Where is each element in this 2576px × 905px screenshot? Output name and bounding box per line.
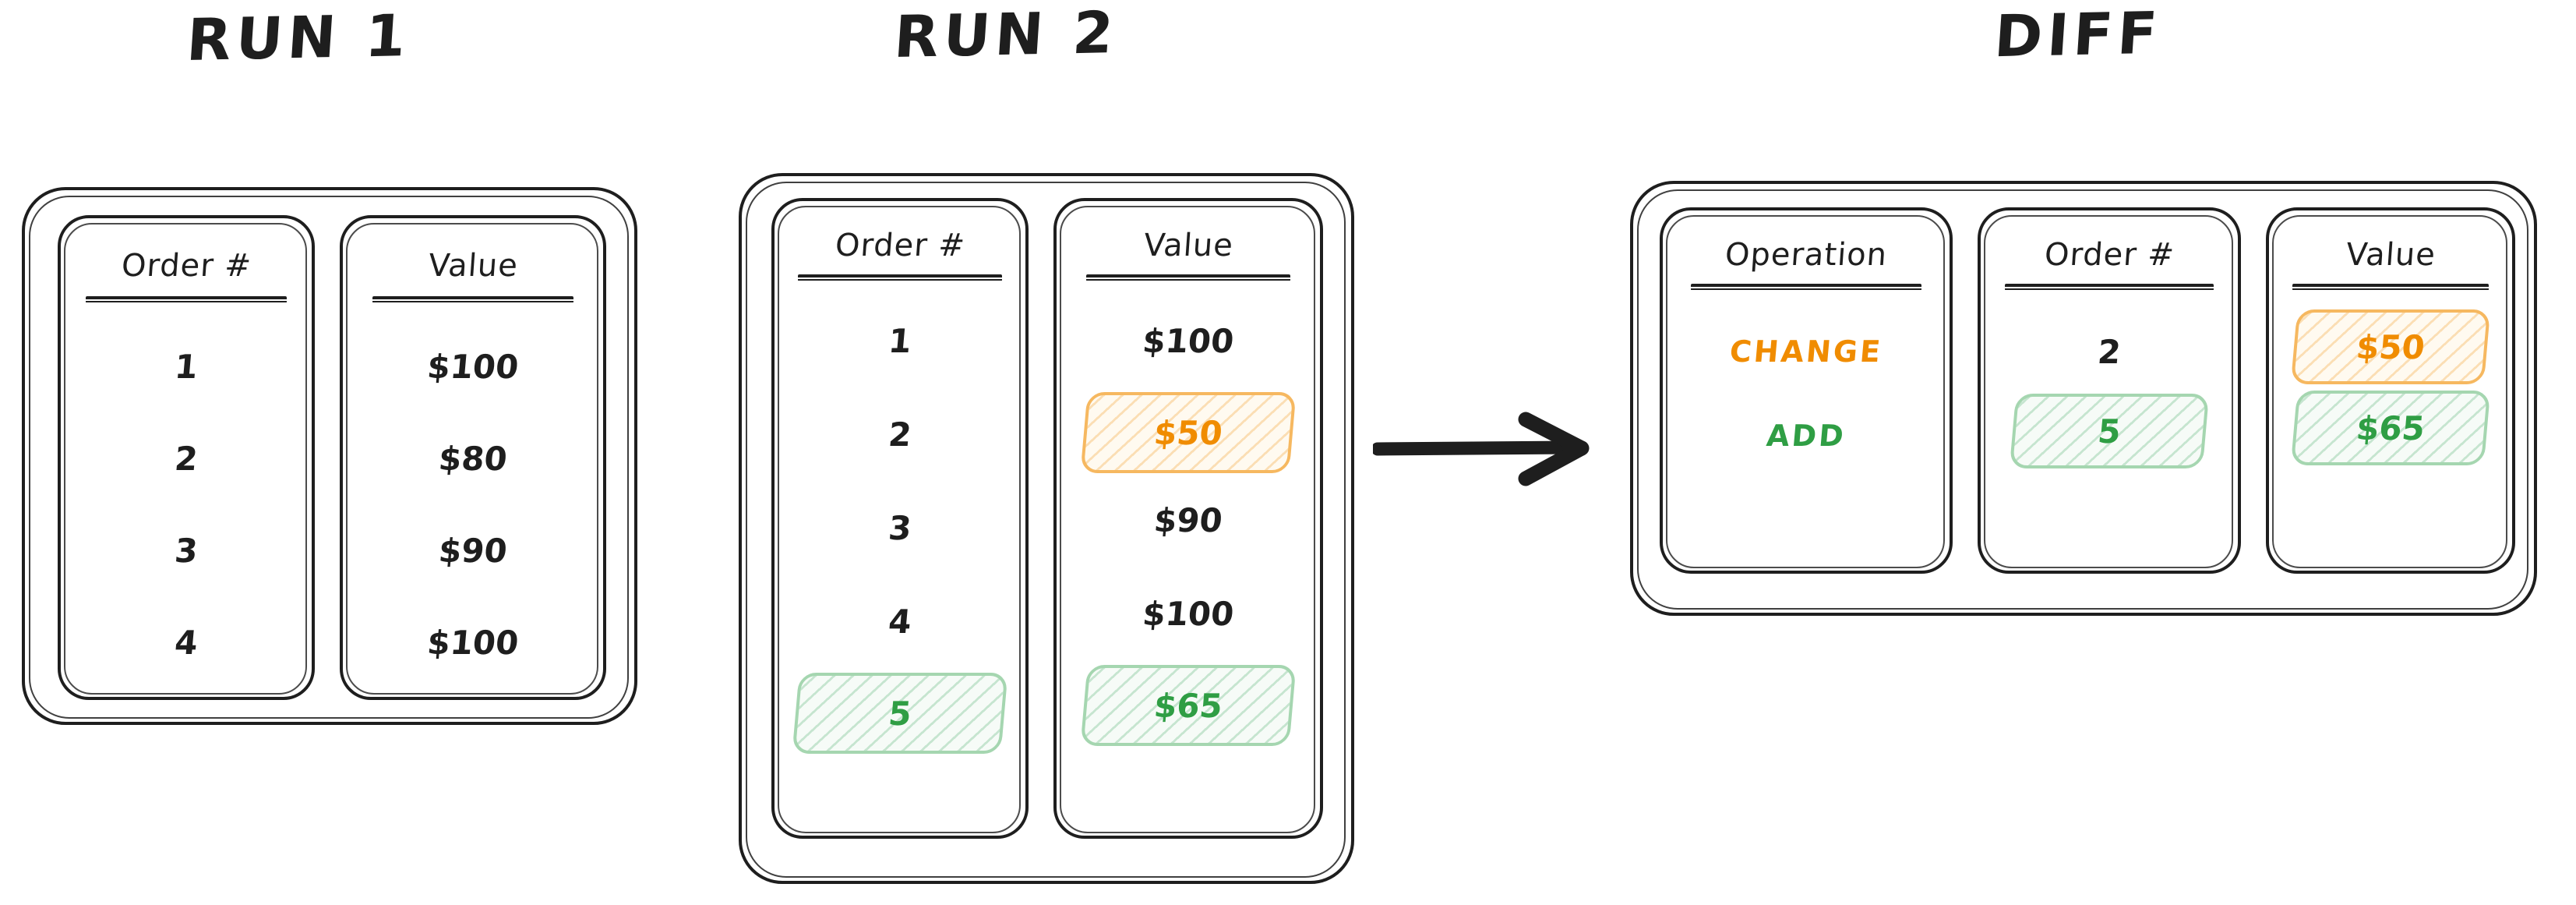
column-header-rule <box>2005 284 2214 291</box>
table-cell-added: 5 <box>2009 394 2210 468</box>
diff-column-order: Order # 2 5 <box>1978 207 2241 574</box>
table-cell: $100 <box>1141 594 1236 633</box>
run2-value-header: Value <box>1142 228 1235 263</box>
diff-order-header: Order # <box>2042 237 2176 273</box>
run1-order-cells: 1 2 3 4 <box>61 320 312 688</box>
diff-column-value: Value $50 $65 <box>2266 207 2515 574</box>
table-cell: 3 <box>887 508 913 547</box>
table-cell: 2 <box>2096 332 2123 371</box>
column-header-rule <box>86 296 287 303</box>
run2-order-header: Order # <box>833 228 967 263</box>
diff-operation-header: Operation <box>1724 237 1889 273</box>
column-header-rule <box>1691 284 1921 291</box>
run1-column-order: Order # 1 2 3 4 <box>58 215 315 700</box>
table-cell: $90 <box>437 531 509 570</box>
table-cell: 4 <box>887 602 913 641</box>
run2-column-value: Value $100 $50 $90 $100 $65 <box>1053 198 1323 839</box>
operation-change-label: CHANGE <box>1728 334 1884 369</box>
run2-value-cells: $100 $50 $90 $100 $65 <box>1057 294 1320 746</box>
column-header-rule <box>798 274 1002 281</box>
table-cell: 1 <box>887 321 913 360</box>
table-cell-added: $65 <box>1080 665 1297 746</box>
table-cell-added: $65 <box>2290 391 2491 465</box>
table-cell: $90 <box>1152 500 1224 539</box>
operation-add-label: ADD <box>1765 419 1847 453</box>
run1-column-value: Value $100 $80 $90 $100 <box>340 215 606 700</box>
diff-title: DIFF <box>1992 0 2165 71</box>
diff-column-operation: Operation CHANGE ADD <box>1660 207 1953 574</box>
table-cell: $80 <box>437 439 509 478</box>
table-cell: $100 <box>425 347 520 386</box>
run1-table-group: Order # 1 2 3 4 Value $100 $80 $90 $100 <box>22 187 637 725</box>
run1-title: RUN 1 <box>184 2 413 74</box>
diff-value-cells: $50 $65 <box>2269 309 2512 472</box>
run2-table-group: Order # 1 2 3 4 5 Value $100 $50 $90 $10… <box>739 173 1354 884</box>
column-header-rule <box>372 296 573 303</box>
table-cell-changed: $50 <box>2290 309 2491 384</box>
table-cell: $100 <box>425 623 520 662</box>
table-cell: 2 <box>173 439 199 478</box>
run1-order-header: Order # <box>119 248 253 284</box>
run2-order-cells: 1 2 3 4 5 <box>775 294 1025 754</box>
table-cell: 2 <box>887 415 913 454</box>
diff-value-header: Value <box>2344 237 2437 273</box>
table-cell-added: 5 <box>792 673 1008 754</box>
diff-table-group: Operation CHANGE ADD Order # 2 5 Value $… <box>1630 181 2537 616</box>
table-cell: 1 <box>173 347 199 386</box>
run2-column-order: Order # 1 2 3 4 5 <box>771 198 1029 839</box>
table-cell: 4 <box>173 623 199 662</box>
table-cell-changed: $50 <box>1080 392 1297 473</box>
run1-value-cells: $100 $80 $90 $100 <box>343 320 603 688</box>
diff-operation-cells: CHANGE ADD <box>1663 309 1950 478</box>
run2-title: RUN 2 <box>891 0 1120 71</box>
table-cell: 3 <box>173 531 199 570</box>
column-header-rule <box>1086 274 1290 281</box>
diff-order-cells: 2 5 <box>1981 309 2238 475</box>
right-arrow-icon <box>1373 412 1590 486</box>
table-cell: $100 <box>1141 321 1236 360</box>
run1-value-header: Value <box>426 248 520 284</box>
column-header-rule <box>2292 284 2489 291</box>
